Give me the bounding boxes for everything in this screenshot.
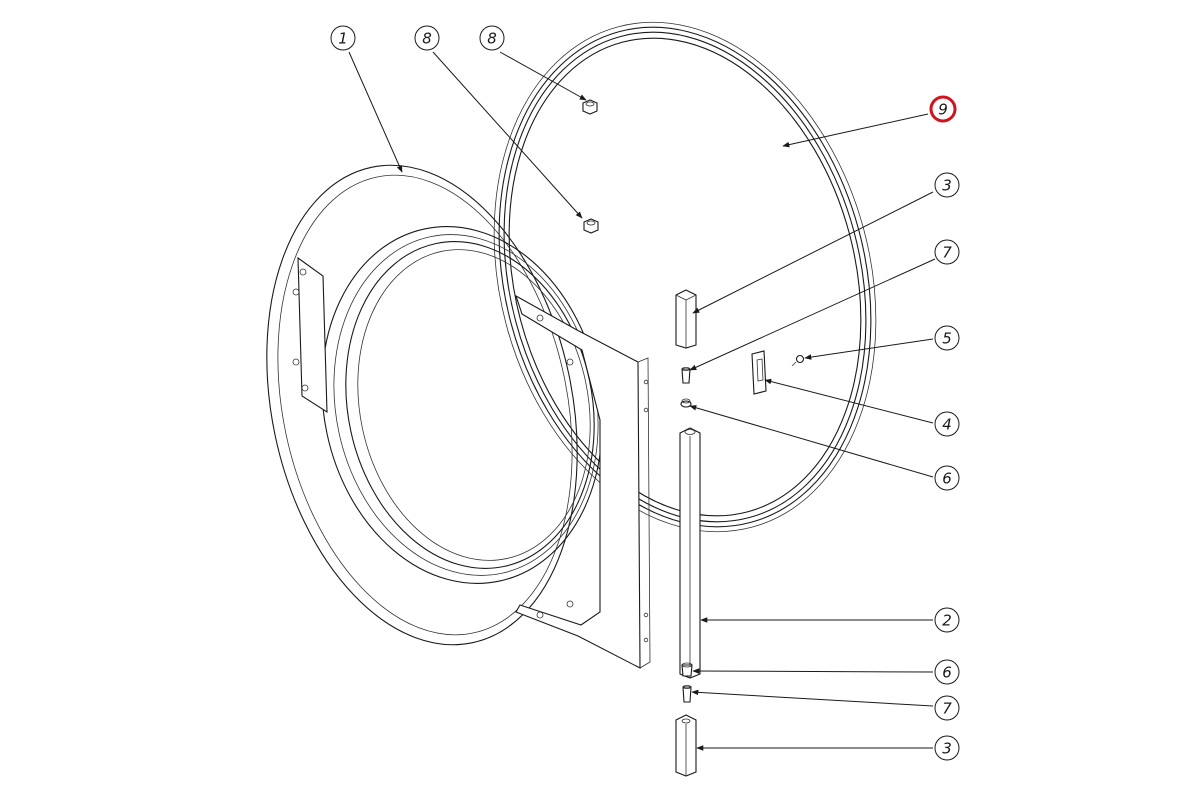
callout-4: 4 [934, 411, 960, 437]
callout-2: 2 [934, 607, 960, 633]
callout-7-lower: 7 [934, 695, 960, 721]
screw-part-5 [791, 354, 805, 367]
latch-bracket-part-4 [751, 350, 767, 395]
callout-3-upper: 3 [934, 172, 960, 198]
callout-9-highlighted: 9 [929, 95, 957, 123]
door-glass-part-9 [493, 21, 877, 533]
callout-8-left: 8 [414, 25, 440, 51]
nut-lower-part-8 [583, 218, 599, 234]
callout-1-label: 1 [338, 30, 348, 48]
callout-6-lower: 6 [934, 659, 960, 685]
callout-8-left-label: 8 [422, 30, 432, 48]
callout-3-lower-label: 3 [942, 740, 952, 758]
leader-lines [348, 51, 936, 751]
callout-3-lower: 3 [934, 735, 960, 761]
hinge-bracket [515, 294, 641, 669]
nut-upper-part-8 [582, 99, 598, 115]
callout-4-label: 4 [942, 416, 952, 434]
callout-6-upper-label: 6 [942, 470, 952, 488]
hinge-pin-lower-part-7 [682, 685, 692, 703]
washer-lower-part-6 [681, 662, 693, 677]
callout-5: 5 [934, 325, 960, 351]
callout-8-right-label: 8 [487, 30, 497, 48]
callout-6-lower-label: 6 [942, 664, 952, 682]
callout-7-lower-label: 7 [942, 700, 952, 718]
hinge-bushing-lower-part-3 [675, 714, 697, 777]
callout-7-upper: 7 [934, 239, 960, 265]
callout-2-label: 2 [942, 612, 952, 630]
door-frame-part-1 [266, 164, 651, 669]
callout-6-upper: 6 [934, 465, 960, 491]
hinge-bushing-upper-part-3 [675, 289, 697, 349]
hinge-rod-part-2 [679, 427, 701, 679]
callout-3-upper-label: 3 [942, 177, 952, 195]
callout-1: 1 [330, 25, 356, 51]
washer-upper-part-6 [680, 398, 692, 408]
callout-9-label: 9 [938, 101, 948, 119]
callout-5-label: 5 [942, 330, 952, 348]
callout-7-upper-label: 7 [942, 244, 952, 262]
left-hinge-plate [297, 256, 328, 414]
callout-8-right: 8 [479, 25, 505, 51]
hinge-pin-upper-part-7 [681, 367, 691, 384]
